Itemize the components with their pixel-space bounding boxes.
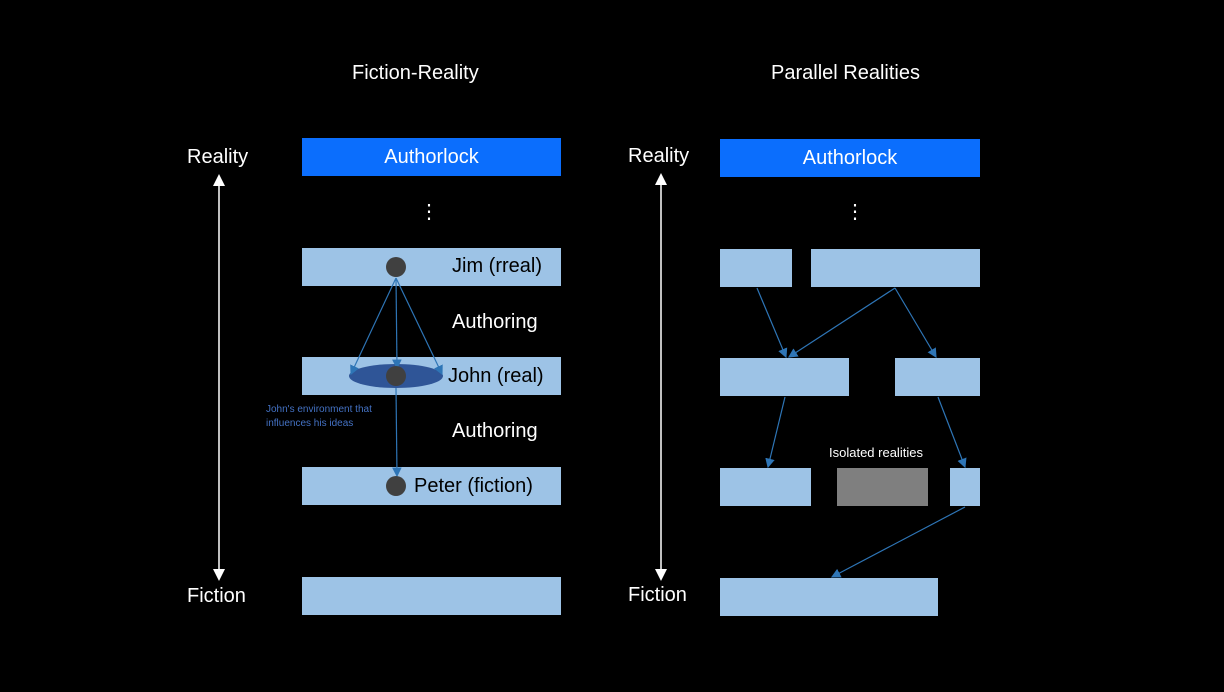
left-axis-top-label: Reality	[187, 146, 249, 168]
left-peter-bar	[302, 467, 561, 505]
right-level3-bar-left	[720, 468, 811, 506]
right-arrow-l1left-to-l2left	[756, 287, 788, 359]
right-diagram-title: Parallel Realities	[771, 62, 920, 84]
left-john-label: John (real)	[448, 365, 544, 387]
right-ellipsis: ⋮	[845, 201, 865, 223]
right-arrow-l1right-to-l2right	[894, 287, 937, 359]
right-level2-bar-left	[720, 358, 849, 396]
right-level1-bar-left	[720, 249, 792, 287]
left-jim-label: Jim (rreal)	[452, 255, 542, 277]
right-arrow-l3right-to-fiction	[830, 506, 966, 578]
right-fiction-bar	[720, 578, 938, 616]
right-arrow-l2right-to-l3right	[937, 396, 967, 469]
right-isolated-label: Isolated realities	[829, 445, 923, 460]
john-to-peter-arrow	[392, 387, 402, 478]
left-fiction-bar	[302, 577, 561, 615]
right-authorlock-bar: Authorlock	[720, 139, 980, 177]
left-authorlock-label: Authorlock	[384, 146, 479, 168]
right-axis-bottom-label: Fiction	[628, 584, 687, 606]
left-environment-note: John's environment that influences his i…	[266, 403, 372, 431]
right-isolated-bar	[837, 468, 928, 506]
left-peter-label: Peter (fiction)	[414, 475, 533, 497]
left-authoring-label-2: Authoring	[452, 420, 538, 442]
john-dot	[386, 366, 406, 386]
right-level3-bar-right	[950, 468, 980, 506]
right-authorlock-label: Authorlock	[802, 147, 898, 169]
jim-to-john-arrow-right	[395, 277, 443, 376]
right-level2-bar-right	[895, 358, 980, 396]
right-arrow-l2left-to-l3left	[765, 396, 786, 469]
right-arrow-l1right-to-l2left	[787, 287, 896, 358]
right-axis-top-label: Reality	[628, 145, 690, 167]
peter-dot	[386, 476, 406, 496]
left-environment-note-line-1: John's environment that	[266, 404, 372, 415]
right-level1-bar-right	[811, 249, 980, 287]
left-environment-note-line-2: influences his ideas	[266, 418, 354, 429]
left-authoring-label-1: Authoring	[452, 311, 538, 333]
left-diagram-title: Fiction-Reality	[352, 62, 479, 84]
jim-dot	[386, 257, 406, 277]
left-authorlock-bar: Authorlock	[302, 138, 561, 176]
jim-to-john-arrow-center	[392, 277, 402, 370]
left-ellipsis: ⋮	[419, 201, 439, 223]
left-axis-bottom-label: Fiction	[187, 585, 246, 607]
jim-to-john-arrow-left	[350, 277, 397, 376]
left-jim-bar	[302, 248, 561, 286]
